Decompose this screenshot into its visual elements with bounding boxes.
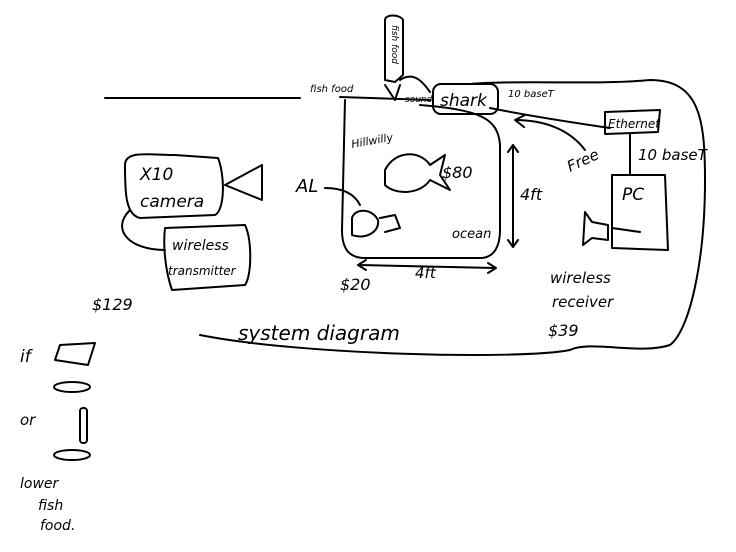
free-label: Free bbox=[564, 145, 602, 175]
receiver-label-2: receiver bbox=[552, 293, 614, 311]
camera-label: camera bbox=[140, 192, 204, 212]
al-shell bbox=[351, 209, 401, 238]
x10-label: X10 bbox=[139, 165, 173, 185]
hopper-open-sketch bbox=[54, 342, 96, 366]
camera-cable bbox=[121, 209, 166, 251]
fish-food-pile-sketch bbox=[53, 381, 91, 393]
pc-label: PC bbox=[622, 185, 644, 205]
price-39: $39 bbox=[548, 321, 579, 340]
fish-food-label: fish food bbox=[310, 84, 354, 95]
shark-label: shark bbox=[440, 91, 488, 111]
transmitter-label: transmitter bbox=[168, 264, 237, 278]
system-diagram-title: system diagram bbox=[238, 321, 400, 345]
fish-food-pile-sketch-2 bbox=[53, 449, 91, 461]
free-arrow bbox=[514, 114, 586, 151]
note-fish: fish bbox=[38, 498, 63, 514]
wireless-receiver-antenna bbox=[582, 211, 609, 246]
baset-top-label: 10 baseT bbox=[508, 89, 555, 100]
ethernet-label: Ethernet bbox=[608, 117, 661, 131]
water-line bbox=[104, 96, 611, 129]
fish-food-hopper-label: fish food bbox=[389, 25, 399, 64]
wireless-transmitter-box bbox=[163, 224, 252, 291]
receiver-label-1: wireless bbox=[550, 269, 611, 287]
height-arrow bbox=[507, 144, 519, 248]
fish-tank bbox=[341, 99, 501, 259]
al-arrow bbox=[324, 187, 361, 206]
ocean-label: ocean bbox=[452, 227, 491, 242]
price-20: $20 bbox=[340, 275, 371, 294]
baset-right-label: 10 baseT bbox=[638, 146, 709, 164]
network-cable bbox=[199, 79, 706, 356]
ethernet-box bbox=[604, 109, 661, 135]
fish-food-hopper bbox=[384, 14, 431, 101]
hopper-closed-sketch bbox=[79, 407, 88, 444]
height-4ft: 4ft bbox=[520, 185, 543, 204]
x10-camera-box bbox=[124, 153, 263, 219]
note-lower: lower bbox=[20, 476, 60, 492]
width-arrow bbox=[357, 259, 497, 274]
pc-box bbox=[611, 174, 669, 251]
price-80: $80 bbox=[442, 163, 473, 182]
al-label: AL bbox=[295, 176, 318, 197]
hillwilly-label: Hillwilly bbox=[350, 131, 394, 151]
width-4ft: 4ft bbox=[415, 264, 437, 282]
price-129: $129 bbox=[92, 295, 133, 314]
wireless-label: wireless bbox=[172, 238, 229, 254]
note-food: food. bbox=[40, 518, 75, 534]
if-label: if bbox=[20, 347, 34, 367]
or-label: or bbox=[20, 411, 36, 429]
sound-label: sound bbox=[405, 95, 433, 105]
shark-box bbox=[432, 83, 499, 115]
fish-drawing bbox=[384, 153, 451, 193]
